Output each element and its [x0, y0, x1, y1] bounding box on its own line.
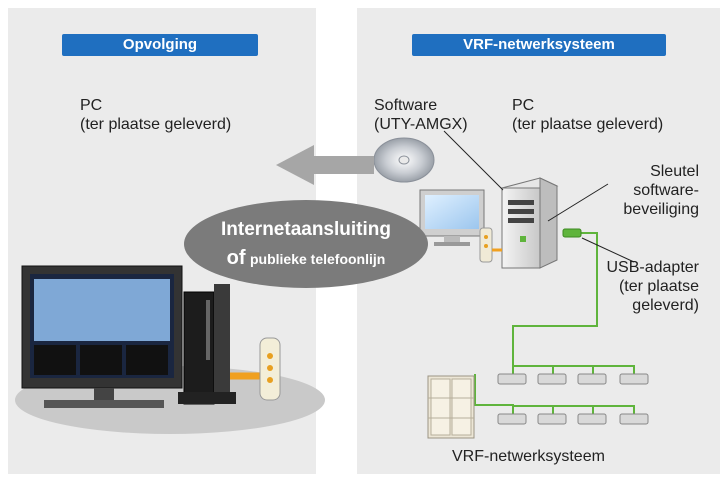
connection-cloud: [184, 200, 428, 288]
network-wiring: [474, 232, 635, 414]
left-pc-sublabel: (ter plaatse geleverd): [80, 116, 232, 133]
left-pc-label: PC: [80, 97, 103, 114]
software-sublabel: (UTY-AMGX): [374, 116, 468, 133]
right-pc-label: PC: [512, 97, 535, 114]
left-tower: [178, 284, 236, 405]
outdoor-unit: [427, 375, 475, 439]
data-flow-arrow: [276, 145, 374, 185]
right-pc-tower: [500, 177, 559, 269]
key-label-line1: Sleutel: [650, 163, 699, 180]
left-monitor: [21, 265, 183, 408]
internet-connection-label: Internetaansluiting: [221, 219, 391, 240]
cd-disc: [373, 137, 435, 183]
or-word: of: [226, 247, 246, 269]
usb-adapter: [562, 228, 582, 238]
usb-label-line3: geleverd): [632, 297, 699, 314]
right-monitor: [419, 189, 485, 246]
software-label: Software: [374, 97, 438, 114]
usb-label-line1: USB-adapter: [606, 259, 700, 276]
right-pc-sublabel: (ter plaatse geleverd): [512, 116, 664, 133]
key-label-line2: software-: [633, 182, 699, 199]
left-modem: [259, 337, 281, 401]
monitoring-header: Opvolging: [62, 34, 258, 56]
indoor-units: [497, 373, 649, 425]
right-modem: [479, 227, 502, 263]
phone-line-label: of publieke telefoonlijn: [186, 246, 426, 272]
vrf-system-label: VRF-netwerksysteem: [452, 448, 605, 465]
key-label-line3: beveiliging: [623, 201, 699, 218]
phone-line-text: publieke telefoonlijn: [249, 251, 386, 267]
usb-label-line2: (ter plaatse: [618, 278, 699, 295]
vrf-network-header: VRF-netwerksysteem: [412, 34, 666, 56]
